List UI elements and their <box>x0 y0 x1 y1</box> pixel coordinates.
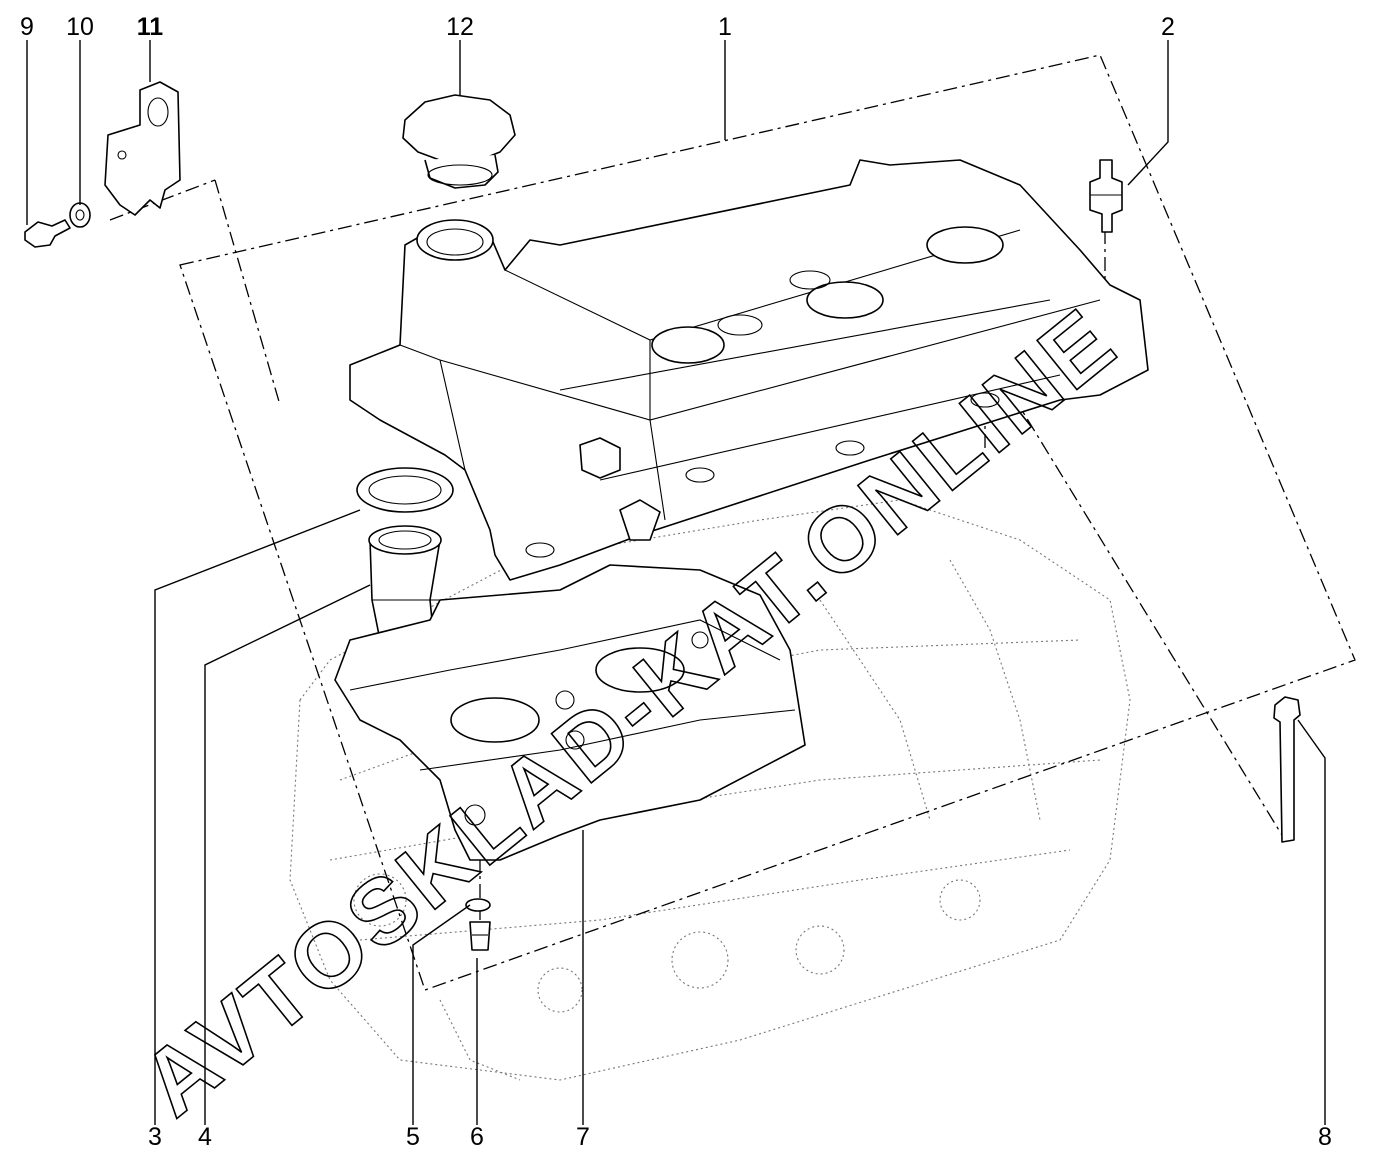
bracket <box>104 81 181 216</box>
screw <box>24 219 71 248</box>
callout-labels: 9 10 11 12 1 2 3 4 5 6 7 8 <box>20 13 1332 1151</box>
callout-9: 9 <box>20 13 34 41</box>
baffle-plate <box>334 564 806 861</box>
callout-3: 3 <box>148 1123 162 1151</box>
callout-12: 12 <box>446 13 474 41</box>
callout-8: 8 <box>1318 1123 1332 1151</box>
callout-10: 10 <box>66 13 94 41</box>
callout-6: 6 <box>470 1123 484 1151</box>
oil-filler-cap <box>402 94 516 189</box>
washer <box>69 202 91 228</box>
leader-lines <box>26 40 1326 1125</box>
small-bolt <box>469 921 491 951</box>
small-washer <box>465 898 491 912</box>
callout-11: 11 <box>137 13 164 41</box>
callout-5: 5 <box>406 1123 420 1151</box>
assembly-guide-lines <box>109 54 1356 991</box>
callout-7: 7 <box>576 1123 590 1151</box>
gasket-ring <box>356 467 454 513</box>
long-bolt <box>1273 696 1301 843</box>
valve-cover <box>349 159 1149 581</box>
callout-1: 1 <box>718 13 732 41</box>
stud-bolt <box>1089 159 1123 233</box>
callout-2: 2 <box>1161 13 1175 41</box>
callout-4: 4 <box>198 1123 212 1151</box>
